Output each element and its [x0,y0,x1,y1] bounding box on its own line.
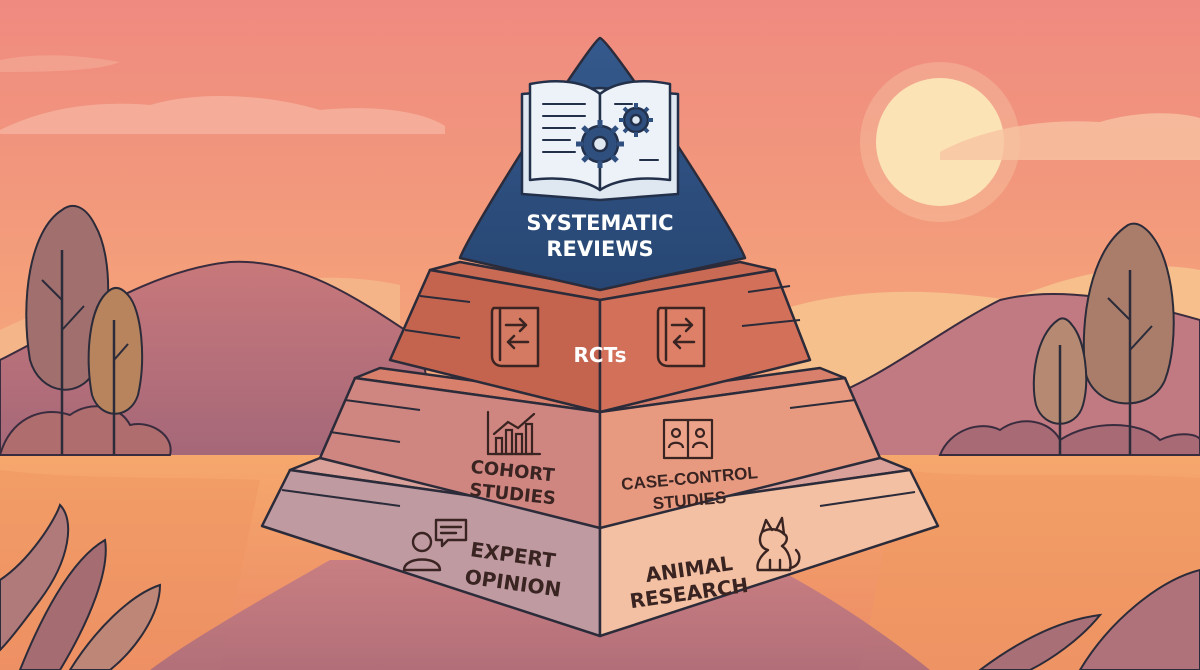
apex-label-line2: REVIEWS [546,237,653,261]
gear-large-icon [576,120,624,168]
plant-left-foreground [0,503,162,670]
sun [876,78,1004,206]
tier-4 [260,456,940,638]
book-arrows-icon-right [656,306,706,368]
gear-small-icon [619,103,653,137]
cloud-left [0,95,445,134]
open-book-gears-icon [520,80,680,202]
tree-left-tall [25,204,110,455]
bar-chart-icon [486,410,542,456]
cat-icon [756,516,801,572]
cloud-right [940,113,1200,160]
tier-2-label: RCTs [574,343,627,367]
tier-4-right-face [598,468,940,638]
tier-3 [318,366,882,530]
apex-label-line1: SYSTEMATIC [526,211,673,235]
tree-right-tall [1082,222,1175,455]
ground-shade-right [860,470,1200,670]
tree-right-small [1032,317,1088,455]
sun-glow [860,62,1020,222]
id-cards-icon [662,418,714,460]
cloud-left-2 [0,55,120,72]
tier-3-right-face [598,376,882,530]
book-arrows-icon [490,306,540,368]
tree-left-small [87,286,144,455]
bush-right [938,420,1200,456]
person-speech-icon [402,518,468,572]
